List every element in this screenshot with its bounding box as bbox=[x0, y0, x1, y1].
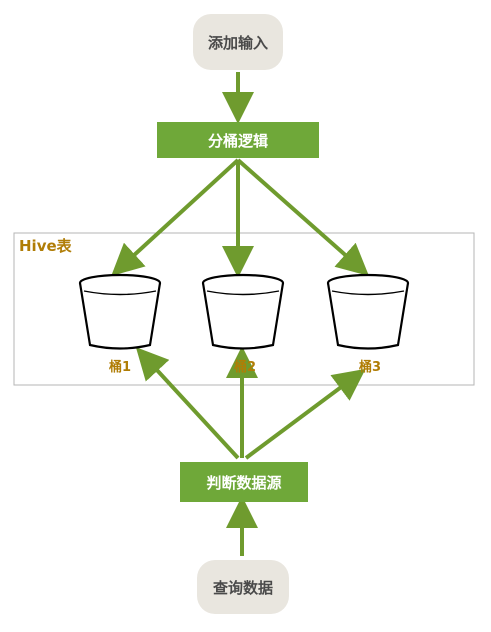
bucket-2 bbox=[201, 273, 285, 350]
input-node-label: 添加输入 bbox=[208, 34, 268, 52]
bucketing-logic-label: 分桶逻辑 bbox=[208, 132, 268, 150]
bucket-2-band bbox=[206, 290, 280, 296]
bucket-3-body bbox=[326, 282, 410, 350]
bucket-3-label: 桶3 bbox=[358, 359, 381, 375]
query-node-label: 查询数据 bbox=[213, 579, 273, 597]
arrow-logic-to-bucket3 bbox=[236, 158, 369, 276]
bucket-2-body bbox=[201, 282, 285, 350]
bucket-3-band bbox=[331, 290, 405, 296]
arrows bbox=[111, 72, 369, 556]
judge-source-label: 判断数据源 bbox=[206, 474, 281, 492]
arrow-judge-to-bucket3 bbox=[244, 368, 366, 460]
bucket-1 bbox=[78, 273, 162, 350]
input-node bbox=[193, 14, 283, 70]
bucket-1-band bbox=[83, 290, 157, 296]
bucket-3 bbox=[326, 273, 410, 350]
hive-table-label: Hive表 bbox=[19, 237, 73, 255]
bucket-2-label: 桶2 bbox=[233, 359, 256, 375]
arrow-judge-to-bucket1 bbox=[135, 347, 240, 460]
judge-source-node bbox=[180, 462, 308, 502]
bucket-1-body bbox=[78, 282, 162, 350]
query-node bbox=[197, 560, 289, 614]
arrow-logic-to-bucket1 bbox=[111, 158, 240, 277]
bucketing-logic-node bbox=[157, 122, 319, 158]
bucket-1-label: 桶1 bbox=[108, 359, 131, 375]
